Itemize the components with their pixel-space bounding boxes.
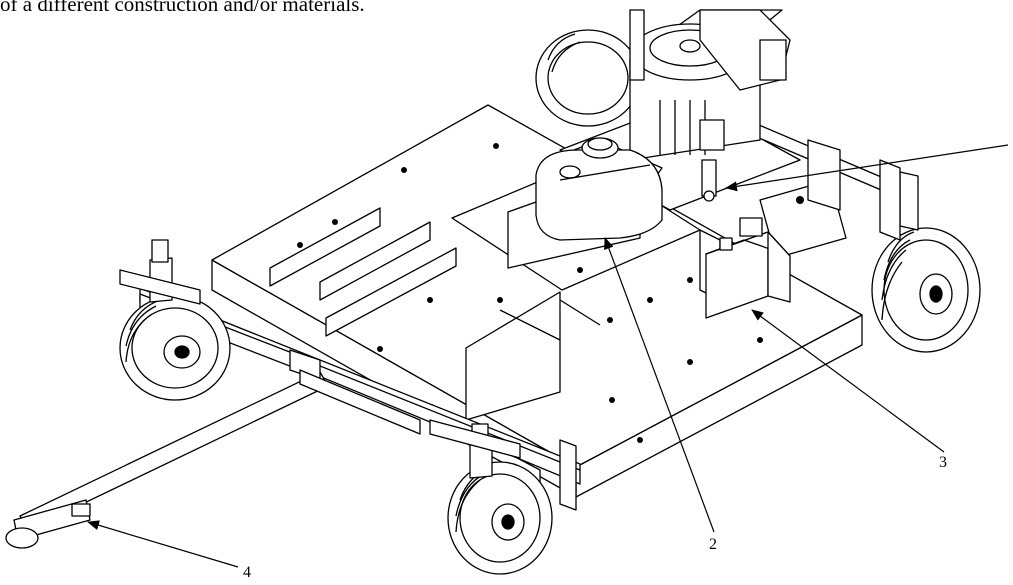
leader-line-2 xyxy=(604,237,715,533)
callout-label-4: 4 xyxy=(243,564,251,581)
rear-frame xyxy=(751,121,919,241)
fuel-tank xyxy=(507,137,663,269)
deck-bolts xyxy=(297,143,804,443)
wheel-front-left xyxy=(119,239,231,401)
leader-line-1 xyxy=(725,144,1009,192)
callout-label-3: 3 xyxy=(939,454,947,471)
engine xyxy=(629,9,791,202)
wheel-back-left xyxy=(535,29,641,127)
leader-line-3 xyxy=(751,309,945,453)
callout-label-2: 2 xyxy=(709,536,717,553)
wheel-right xyxy=(871,227,981,353)
document-text-fragment: of a different construction and/or mater… xyxy=(0,0,365,16)
battery xyxy=(705,217,791,319)
mower-deck xyxy=(211,99,863,498)
wheel-front-right xyxy=(429,419,577,575)
leader-line-4 xyxy=(87,520,239,568)
